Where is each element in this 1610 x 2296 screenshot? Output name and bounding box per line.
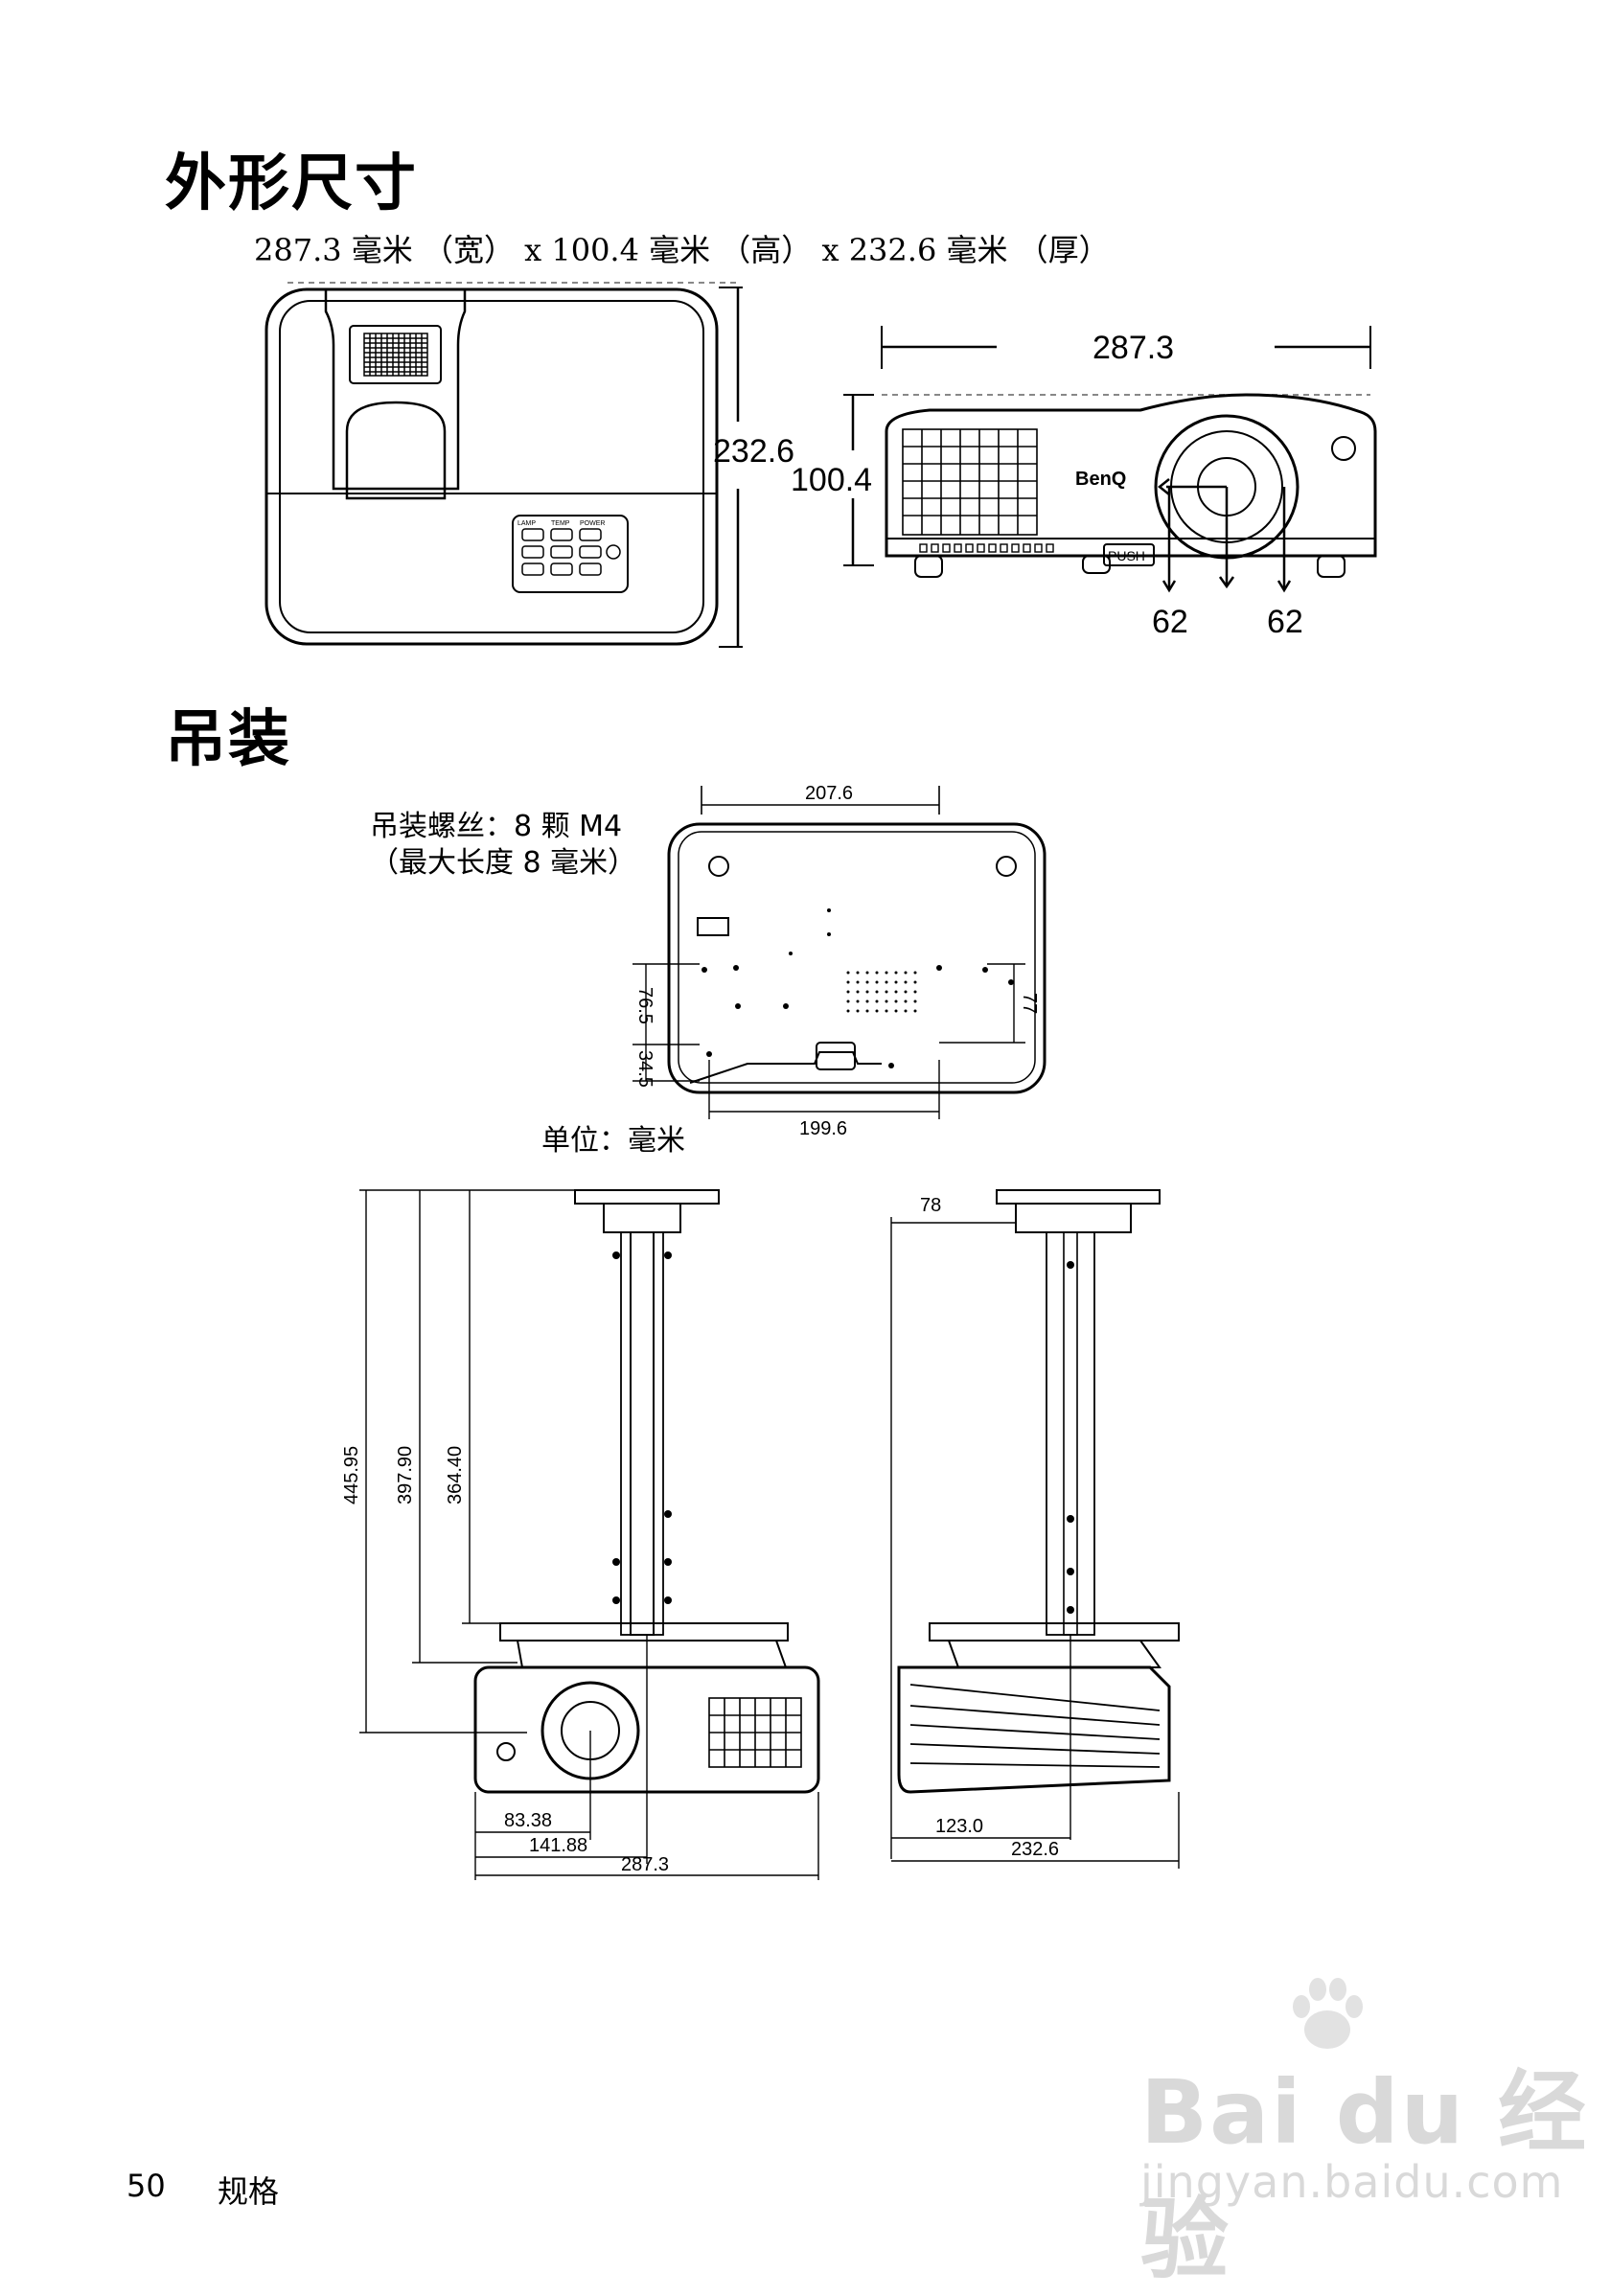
keypad-label-lamp: LAMP <box>518 520 536 527</box>
projector-front-view: 287.3 100.4 BenQ PUSH 62 62 <box>791 326 1377 640</box>
watermark-brand: Bai du 经验 <box>1140 2061 1589 2291</box>
watermark-url: jingyan.baidu.com <box>1140 2156 1564 2208</box>
screw-note-line2: （最大长度 8 毫米） <box>370 846 637 880</box>
ceiling-mount-side: 78 123.0 232.6 <box>890 1189 1180 1869</box>
tilt-right-label: 62 <box>1267 604 1303 640</box>
keypad-label-power: POWER <box>580 520 605 527</box>
side-w1: 123.0 <box>935 1816 983 1837</box>
bottom-left-upper: 76.5 <box>634 987 656 1024</box>
mount-w1: 83.38 <box>504 1810 552 1831</box>
projector-top-view: LAMP TEMP POWER 232.6 <box>264 282 794 648</box>
footer-page-number: 50 <box>126 2168 166 2204</box>
section-title-ceiling-mount: 吊装 <box>165 704 291 775</box>
paw-icon <box>1293 1978 1363 2049</box>
push-label: PUSH <box>1108 548 1145 563</box>
bottom-right-dim: 77 <box>1019 993 1040 1014</box>
bottom-bottom-width: 199.6 <box>799 1118 847 1139</box>
mount-h1: 445.95 <box>341 1446 362 1504</box>
bottom-top-width: 207.6 <box>805 783 853 804</box>
bottom-left-lower: 34.5 <box>634 1050 656 1088</box>
section-title-dimensions: 外形尺寸 <box>165 149 418 219</box>
top-view-depth-label: 232.6 <box>713 433 794 470</box>
mount-w3: 287.3 <box>621 1854 669 1875</box>
footer-section: 规格 <box>218 2173 280 2210</box>
unit-note: 单位：毫米 <box>541 1124 685 1158</box>
front-height-label: 100.4 <box>791 462 872 498</box>
mount-w2: 141.88 <box>529 1835 587 1856</box>
keypad-label-temp: TEMP <box>551 520 570 527</box>
screw-note-line1: 吊装螺丝：8 颗 M4 <box>370 810 623 843</box>
side-top-offset: 78 <box>920 1195 941 1216</box>
dimensions-spec: 287.3 毫米 （宽） x 100.4 毫米 （高） x 232.6 毫米 （… <box>254 232 1110 268</box>
brand-logo: BenQ <box>1075 469 1126 490</box>
front-width-label: 287.3 <box>1092 330 1174 366</box>
ceiling-mount-front: 445.95 445.95 397.90 364.40 83.38 141.88… <box>341 1189 820 1880</box>
projector-bottom-view: 207.6 76.5 34.5 77 199.6 <box>632 783 1046 1139</box>
tilt-left-label: 62 <box>1152 604 1188 640</box>
mount-h3: 364.40 <box>445 1446 466 1504</box>
side-w2: 232.6 <box>1011 1839 1059 1860</box>
mount-h2: 397.90 <box>395 1446 416 1504</box>
